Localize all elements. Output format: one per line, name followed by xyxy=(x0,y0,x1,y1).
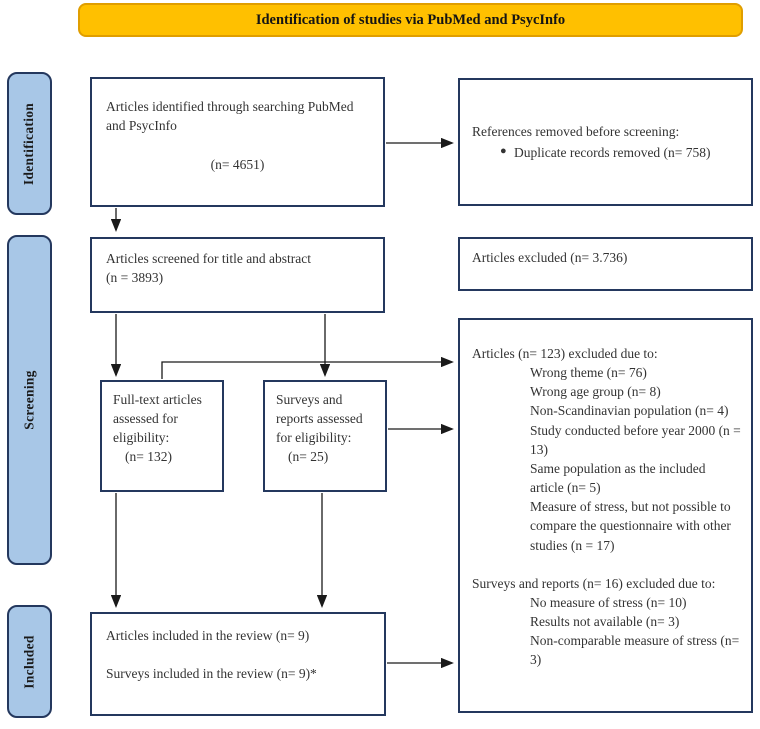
exclusion-article-reason: Measure of stress, but not possible to c… xyxy=(530,499,731,553)
exclusion-articles-heading: Articles (n= 123) excluded due to: xyxy=(472,346,658,361)
included-articles-text: Articles included in the review (n= 9) xyxy=(106,628,310,643)
stage-label-included: Included xyxy=(21,634,37,689)
exclusion-article-reason: Non-Scandinavian population (n= 4) xyxy=(530,403,729,419)
exclusion-group-gap xyxy=(472,555,741,574)
stage-bar-screening: Screening xyxy=(7,235,52,565)
exclusion-article-reason: Wrong age group (n= 8) xyxy=(530,384,661,400)
exclusion-article-reason: Wrong theme (n= 76) xyxy=(530,365,647,381)
box-references-removed: References removed before screening: ● D… xyxy=(458,78,753,206)
exclusion-survey-reason: Results not available (n= 3) xyxy=(530,614,680,630)
surveys-assessed-text: Surveys and reports assessed for eligibi… xyxy=(276,392,363,446)
box-fulltext-assessed: Full-text articles assessed for eligibil… xyxy=(100,380,224,492)
exclusion-survey-reason: No measure of stress (n= 10) xyxy=(530,594,687,610)
exclusion-article-reason: Same population as the included article … xyxy=(530,460,706,496)
box-articles-screened: Articles screened for title and abstract… xyxy=(90,237,385,313)
surveys-assessed-count: (n= 25) xyxy=(288,449,329,465)
included-surveys-text: Surveys included in the review (n= 9)* xyxy=(106,666,317,682)
box-articles-identified: Articles identified through searching Pu… xyxy=(90,77,385,207)
box-articles-excluded: Articles excluded (n= 3.736) xyxy=(458,237,753,291)
articles-identified-count: (n= 4651) xyxy=(210,157,265,173)
articles-screened-line2: (n = 3893) xyxy=(106,270,164,286)
stage-bar-identification: Identification xyxy=(7,72,52,215)
stage-bar-included: Included xyxy=(7,605,52,718)
articles-screened-line1: Articles screened for title and abstract xyxy=(106,251,312,266)
box-exclusion-details: Articles (n= 123) excluded due to: Wrong… xyxy=(458,318,753,713)
references-removed-bullet-row: ● Duplicate records removed (n= 758) xyxy=(472,143,739,162)
references-removed-bullet-text: Duplicate records removed (n= 758) xyxy=(514,145,711,160)
exclusion-survey-reason: Non-comparable measure of stress (n= 3) xyxy=(530,633,740,668)
exclusion-surveys-heading: Surveys and reports (n= 16) excluded due… xyxy=(472,575,716,591)
fulltext-assessed-count: (n= 132) xyxy=(125,449,172,465)
references-removed-heading: References removed before screening: xyxy=(472,123,680,139)
diagram-title: Identification of studies via PubMed and… xyxy=(78,3,743,37)
box-surveys-assessed: Surveys and reports assessed for eligibi… xyxy=(263,380,387,492)
articles-identified-text: Articles identified through searching Pu… xyxy=(106,99,354,134)
articles-excluded-text: Articles excluded (n= 3.736) xyxy=(472,250,628,265)
bullet-icon: ● xyxy=(500,145,507,157)
fulltext-assessed-text: Full-text articles assessed for eligibil… xyxy=(113,392,202,446)
box-included-in-review: Articles included in the review (n= 9) S… xyxy=(90,612,386,716)
exclusion-article-reason: Study conducted before year 2000 (n = 13… xyxy=(530,422,741,457)
diagram-title-text: Identification of studies via PubMed and… xyxy=(255,11,566,28)
arrow-fulltext-to-exclusion xyxy=(161,356,454,379)
stage-label-screening: Screening xyxy=(21,370,37,430)
stage-label-identification: Identification xyxy=(21,102,37,185)
